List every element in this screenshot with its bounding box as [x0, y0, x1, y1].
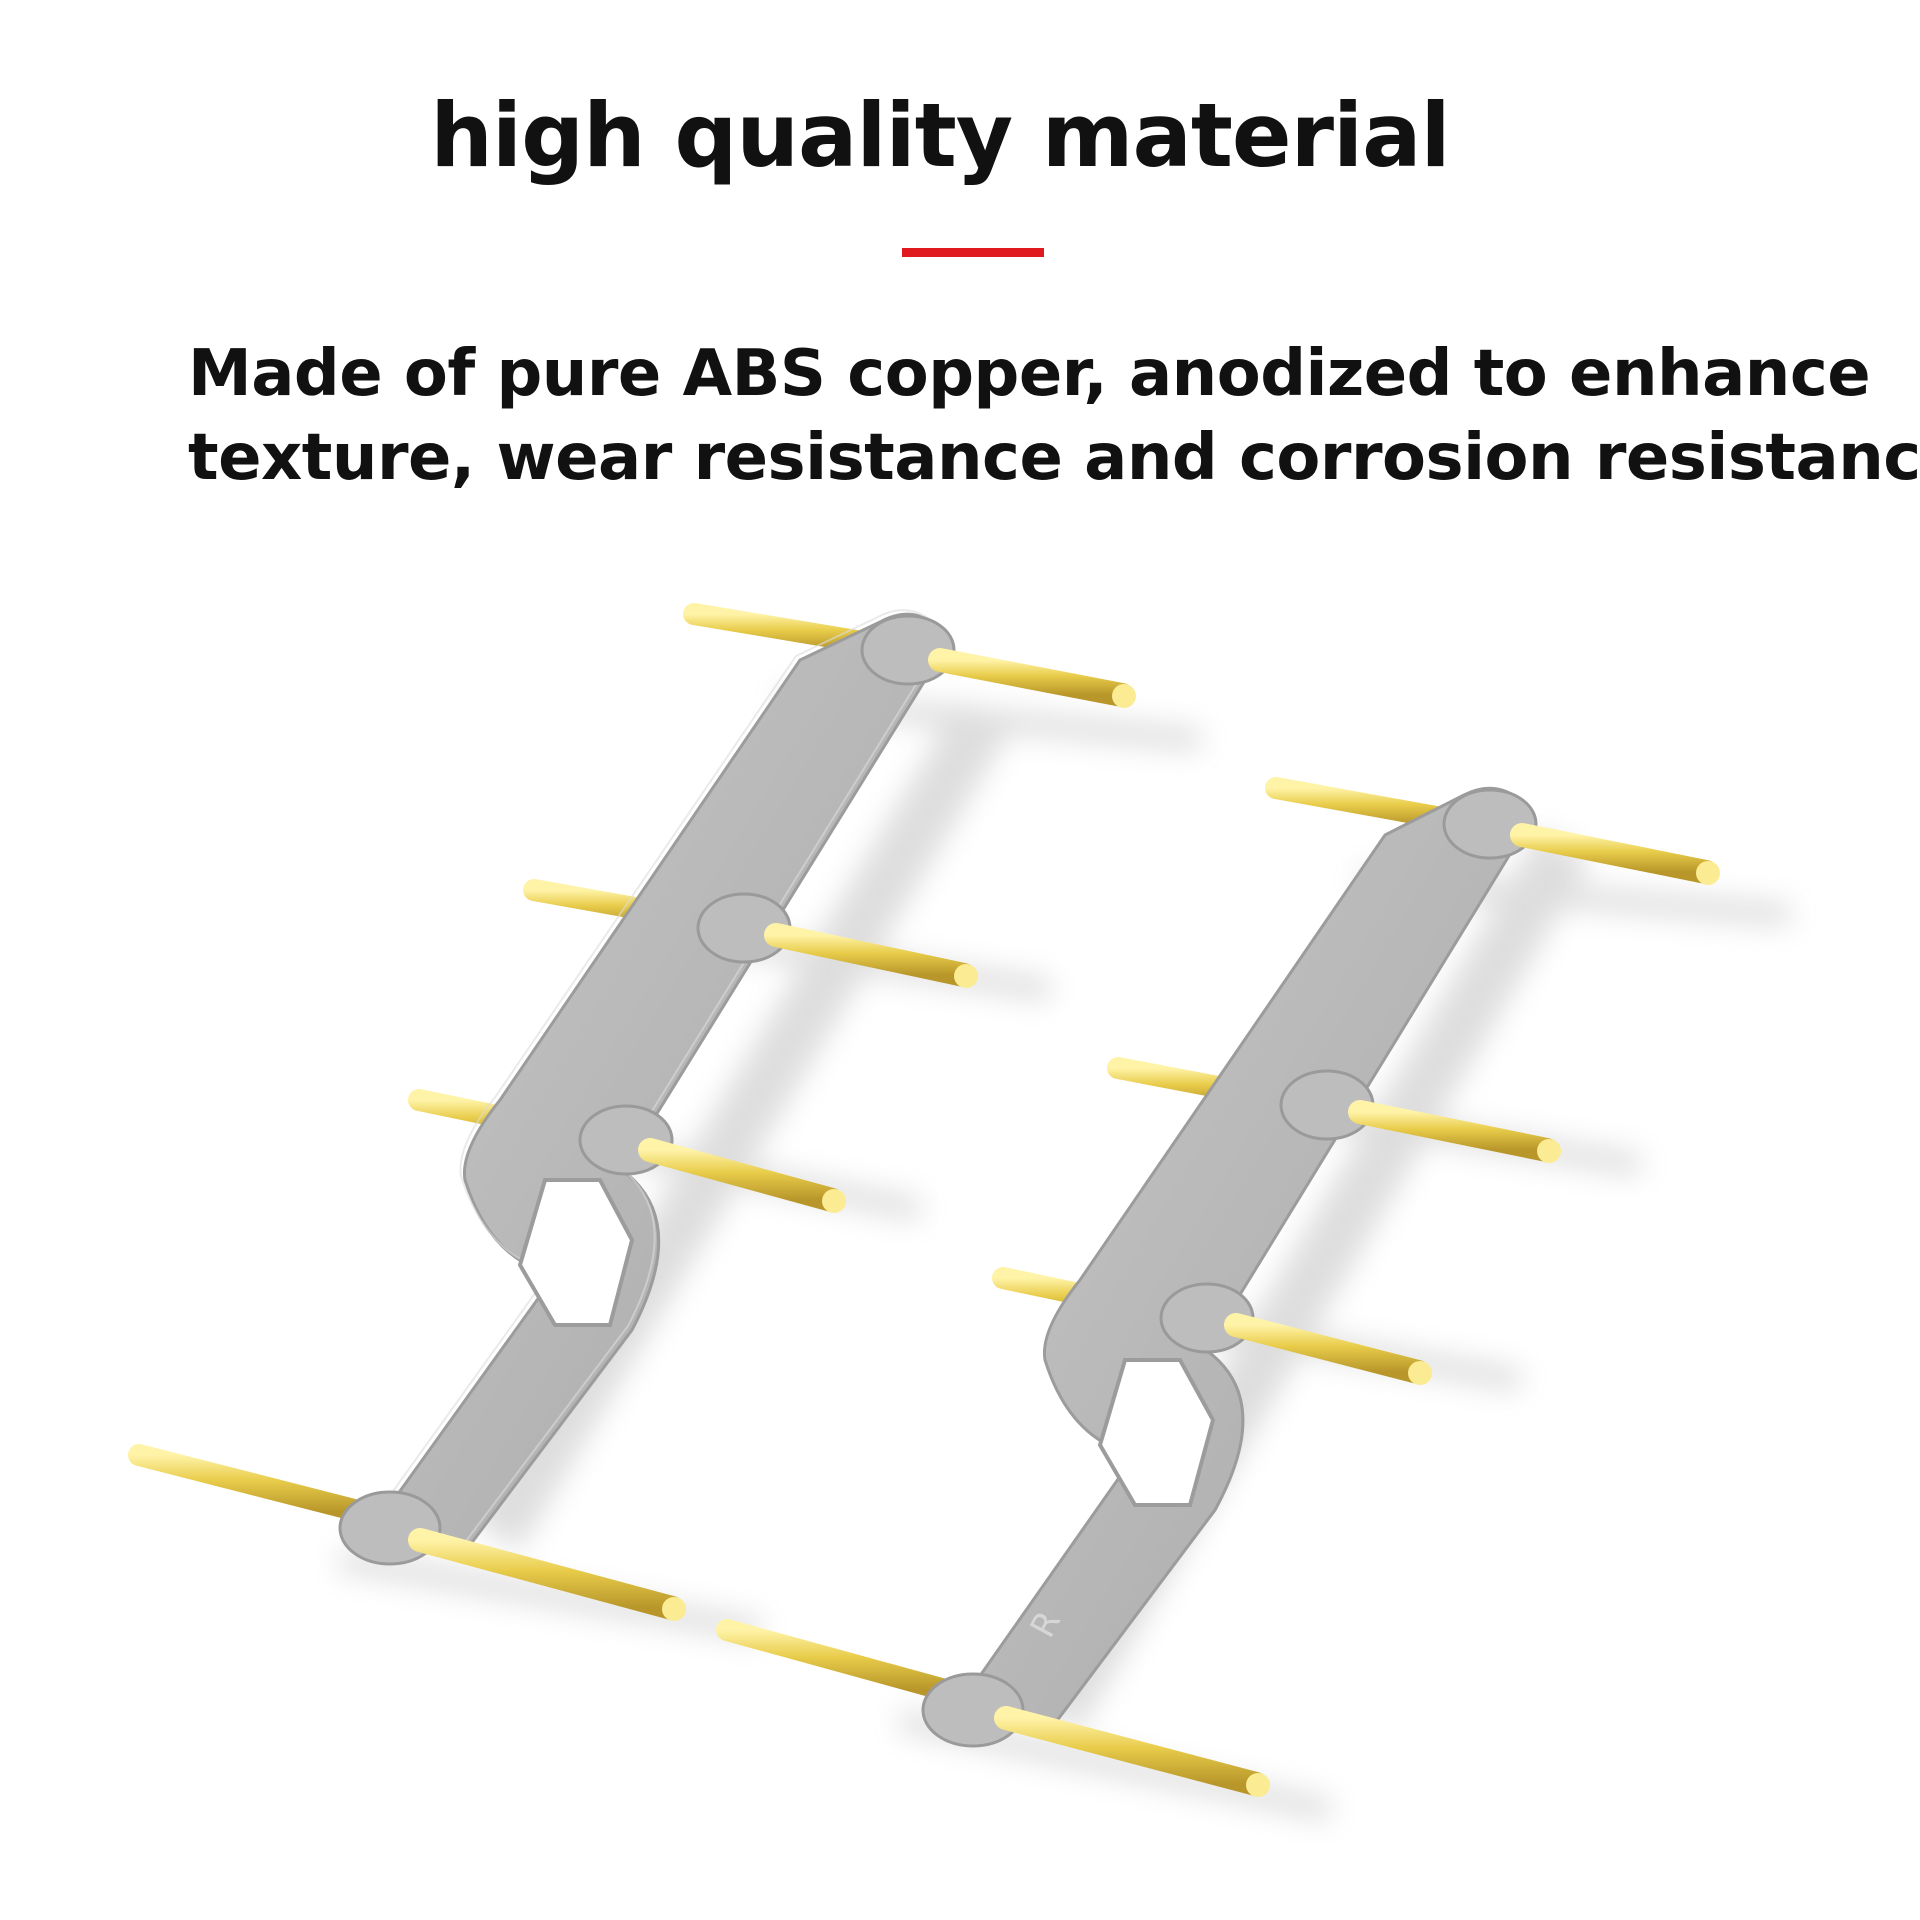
- right-frame: R: [921, 786, 1538, 1748]
- description-line-1: Made of pure ABS copper, anodized to enh…: [188, 337, 1871, 411]
- page-title: high quality material: [430, 84, 1450, 187]
- accent-divider: [902, 248, 1044, 257]
- description-line-2: texture, wear resistance and corrosion r…: [188, 421, 1920, 495]
- left-rod-fronts: [408, 648, 1136, 1621]
- right-rod-fronts: [994, 823, 1720, 1797]
- left-frame: [338, 609, 956, 1566]
- antenna-product-illustration: R: [128, 603, 1791, 1821]
- material-description: Made of pure ABS copper, anodized to enh…: [188, 332, 1920, 500]
- left-antenna-part: [128, 603, 1202, 1641]
- right-antenna-part: R: [716, 777, 1791, 1821]
